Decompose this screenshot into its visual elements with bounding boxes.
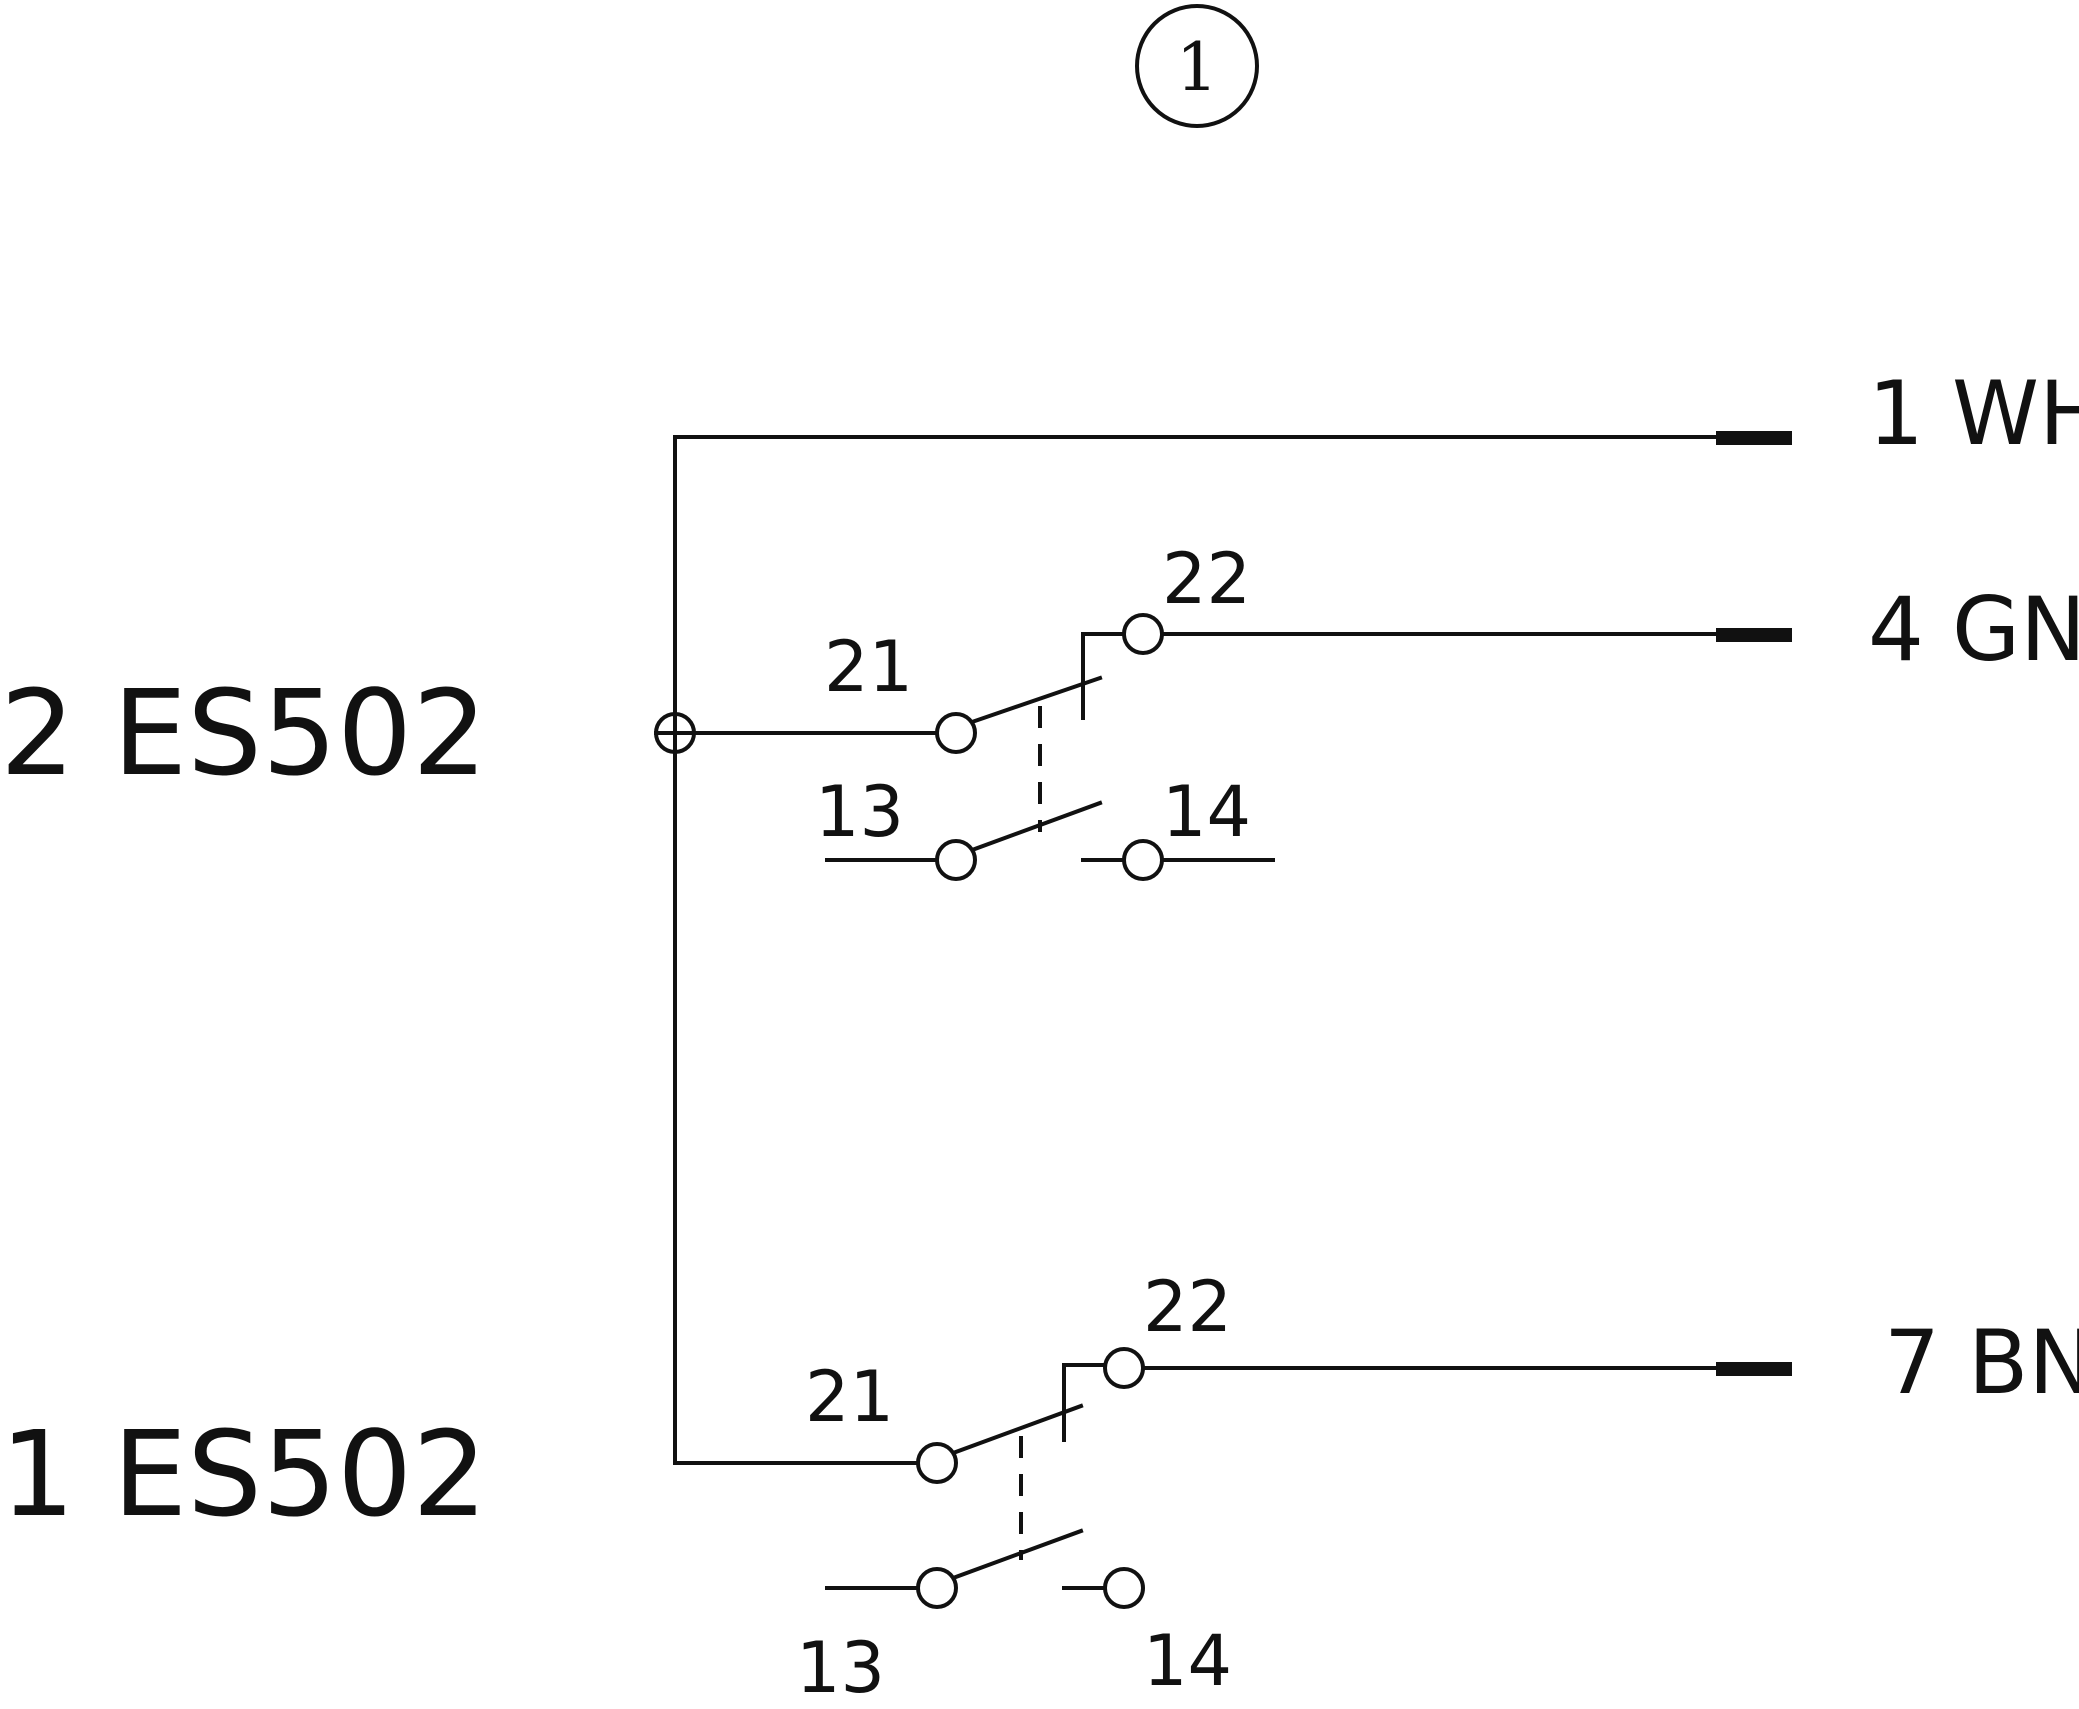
switch-lower: 7 BN 21 22 13 14 bbox=[673, 1266, 2079, 1709]
device-label-lower: 1 ES502 bbox=[0, 1405, 487, 1543]
upper-contact-22 bbox=[1122, 613, 1164, 655]
callout-number: 1 bbox=[1176, 29, 1218, 106]
lower-pin-13: 13 bbox=[796, 1627, 885, 1709]
upper-pin-22: 22 bbox=[1162, 538, 1251, 620]
upper-contact-14 bbox=[1122, 839, 1164, 881]
lower-pin-14: 14 bbox=[1143, 1620, 1232, 1702]
wire-label-1wh: 1 WH bbox=[1868, 362, 2079, 465]
upper-nc-blade bbox=[969, 675, 1103, 725]
wire-label-4gn: 4 GN bbox=[1868, 578, 2079, 681]
upper-pin-13: 13 bbox=[815, 771, 904, 853]
lower-no-blade bbox=[950, 1528, 1084, 1581]
upper-no-blade bbox=[969, 800, 1103, 853]
lower-contact-22 bbox=[1103, 1347, 1145, 1389]
upper-pin-14: 14 bbox=[1162, 771, 1251, 853]
lower-contact-21 bbox=[916, 1442, 958, 1484]
device-label-upper: 2 ES502 bbox=[0, 664, 487, 802]
lower-contact-13 bbox=[916, 1567, 958, 1609]
lower-nc-blade bbox=[950, 1403, 1084, 1456]
upper-pin-21: 21 bbox=[824, 626, 913, 708]
lower-pin-21: 21 bbox=[805, 1356, 894, 1438]
lower-contact-14 bbox=[1103, 1567, 1145, 1609]
wire-label-7bn: 7 BN bbox=[1884, 1311, 2079, 1414]
switch-upper: 4 GN 21 22 13 14 bbox=[692, 538, 2079, 881]
lower-pin-22: 22 bbox=[1143, 1266, 1232, 1348]
upper-contact-21 bbox=[935, 712, 977, 754]
upper-contact-13 bbox=[935, 839, 977, 881]
callout-marker: 1 bbox=[1135, 4, 1259, 128]
callout-circle bbox=[1135, 4, 1259, 128]
